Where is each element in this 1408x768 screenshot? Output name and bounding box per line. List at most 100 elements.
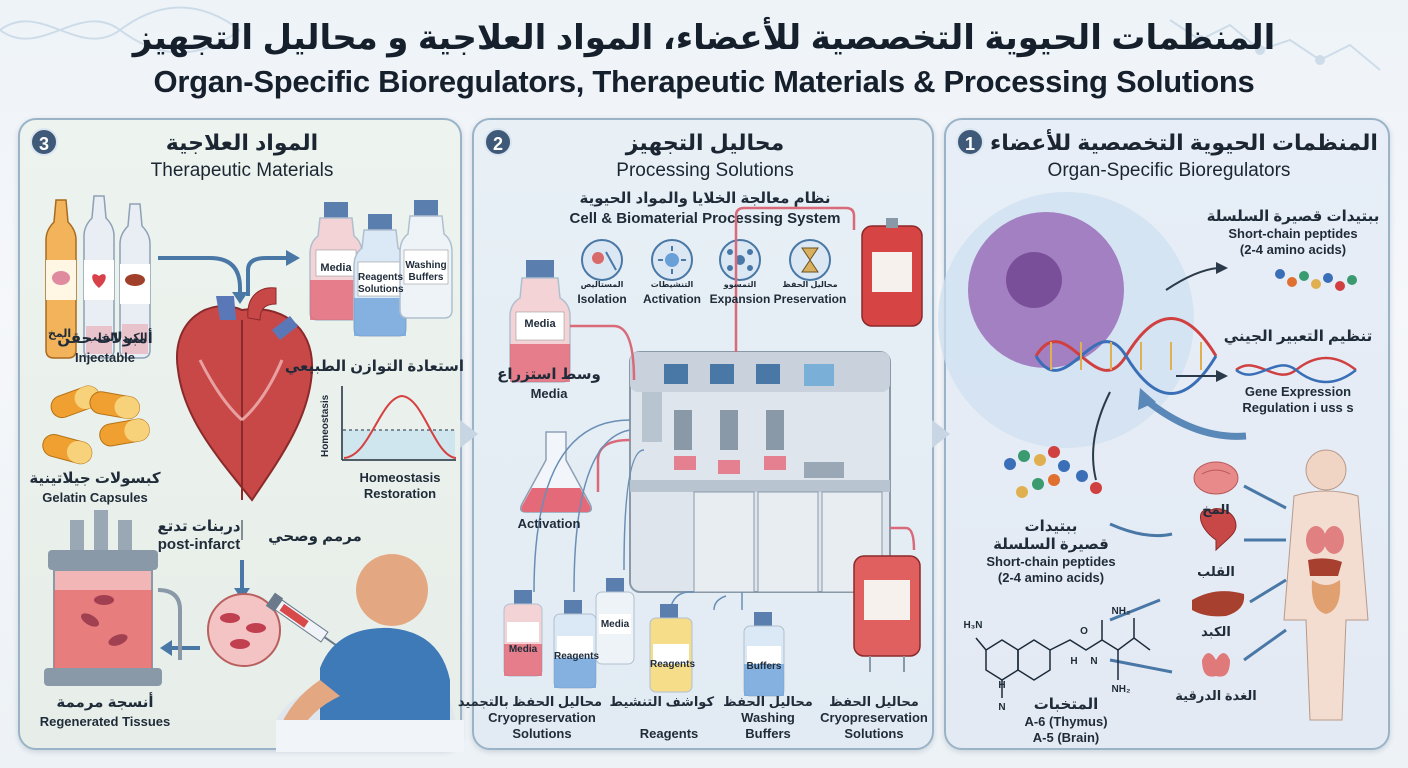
step-preservation-arabic: محاليل الحفظ [782,280,838,289]
capsules-label-english: Gelatin Capsules [42,490,148,505]
bottom-label-1-arabic: محاليل الحفظ بالتجميد [457,694,602,709]
panel-number-badge: 2 [484,128,512,156]
patient-icon [276,554,464,752]
small-bottle-label-media-2: Media [600,619,630,630]
expansion-icon [719,239,761,281]
step-activation-english: Activation [642,292,701,306]
panel-number-badge: 1 [956,128,984,156]
chem-label-7: H [1070,656,1078,667]
bottom-label-3-arabic: محاليل الحفظ [723,694,813,709]
extracts-label-1: A-6 (Thymus) [1024,714,1108,729]
bottle-label-washing: Washing Buffers [405,260,447,283]
ampoules-icon [45,195,151,359]
extracts-label-2: A-5 (Brain) [1032,730,1100,745]
step-expansion-english: Expansion [709,292,771,306]
panel-title-english: Processing Solutions [616,160,794,181]
gene-label-english-2: Regulation i uss s [1242,400,1354,415]
thyroid-icon [1202,653,1230,677]
panel1-illustration [938,192,1369,721]
homeostasis-graph [341,386,457,461]
gene-label-english-1: Gene Expression [1244,384,1352,399]
bottom-label-3-english-1: Washing [741,710,795,725]
panel-title-arabic: المواد العلاجية [165,130,319,155]
system-title-arabic: نظام معالجة الخلايا والمواد الحيوية [579,190,831,207]
panel-number-badge: 3 [30,128,58,156]
extracts-label-arabic: المتخبات [1033,696,1099,713]
small-bottle-label-reagents-2: Reagents [650,659,696,670]
homeostasis-label-english-1: Homeostasis [359,470,441,485]
healthy-label-arabic: مرمم وصحي [268,528,362,545]
bottle-label-reagents: Reagents Solutions [358,272,404,295]
injectable-label-english: Injectable [75,350,135,365]
activation-icon [651,239,693,281]
chem-label-2: NH₂ [1111,606,1131,617]
blood-bag-top-icon [861,218,923,327]
chem-label-1: H₃N [963,620,983,631]
heart-organ-icon [1200,508,1237,552]
peptides-label-english-2: (2-4 amino acids) [1239,242,1347,257]
bottom-label-4-arabic: محاليل الحفظ [829,694,919,709]
bioreactor-icon [44,510,182,686]
chem-label-6: O [1080,626,1088,637]
media-label-english: Media [530,386,568,401]
liver-icon [1192,591,1245,617]
activation-label: Activation [517,516,581,531]
isolation-icon [581,239,623,281]
panel-title-english: Therapeutic Materials [150,160,334,181]
bottom-label-2-english: Reagents [639,726,699,741]
peptides2-label-arabic-2: قصيرة السلسلة [993,536,1109,553]
homeostasis-label-arabic: استعادة التوازن الطبيعي [284,358,464,375]
peptide-cluster-icon [1004,446,1102,498]
capsules-label-arabic: كبسولات جيلاتينية [29,470,161,487]
panel-title-arabic: المنظمات الحيوية التخصصية للأعضاء [990,130,1378,155]
media-bottle-icon [509,260,571,383]
system-title-english: Cell & Biomaterial Processing System [569,210,841,227]
syringe-icon [265,592,344,651]
blood-bag-bottom-icon [853,555,921,672]
header: المنظمات الحيوية التخصصية للأعضاء، الموا… [0,0,1408,112]
organ-label-heart: القلب [1197,564,1235,579]
panel-processing-solutions: 2 محاليل التجهيز Processing Solutions نظ… [457,118,934,750]
solution-bottles-icon [309,200,453,337]
bottom-label-4-english-2: Solutions [844,726,904,741]
media-label-arabic: وسط استزراع [497,366,601,383]
chem-label-8: N [1090,656,1098,667]
ampoule-label-brain: المخ [48,328,72,340]
panel3-illustration [42,195,464,752]
human-body-icon [1283,449,1369,721]
heart-icon [175,287,314,540]
panel-title-arabic: محاليل التجهيز [625,130,785,155]
small-bottle-label-media: Media [508,644,538,655]
step-isolation-english: Isolation [577,292,627,306]
bottom-label-1-english-1: Cryopreservation [488,710,596,725]
dna-helix-icon [1034,317,1218,395]
step-activation-arabic: التنشيطات [650,280,694,289]
bottom-label-1-english-2: Solutions [512,726,572,741]
media-bottle-label: Media [524,318,556,330]
organ-label-thyroid: الغدة الدرقية [1175,688,1257,703]
step-preservation-english: Preservation [773,292,847,306]
dna-decoration [0,6,1381,71]
small-bottle-label-buffers: Buffers [746,661,782,672]
bottom-label-4-english-1: Cryopreservation [820,710,928,725]
preservation-icon [789,239,831,281]
tissue-magnified-icon [207,593,281,667]
small-bottle-label-reagents: Reagents [554,651,600,662]
small-bottles-icon [503,578,785,697]
tissues-label-english: Regenerated Tissues [39,714,171,729]
peptide-chain-icon [1275,269,1357,291]
ampoule-label-liver: الكبد [122,332,148,344]
peptides2-label-english-1: Short-chain peptides [986,554,1116,569]
peptides2-label-english-2: (2-4 amino acids) [997,570,1105,585]
chem-label-3: NH₂ [1111,684,1131,695]
post-infarct-label-english: post-infarct [157,536,241,553]
ampoule-label-heart: القلب [86,332,118,344]
injectable-label-arabic: أمبولات حقن [57,330,153,347]
flow-arrows [158,256,288,650]
cell-icon [938,192,1194,448]
brain-icon [1193,461,1239,495]
peptides-label-english-1: Short-chain peptides [1228,226,1358,241]
flow-arrows [1092,267,1219,481]
panel-bioregulators: 1 المنظمات الحيوية التخصصية للأعضاء Orga… [938,118,1390,750]
processing-machine-icon [629,351,891,593]
